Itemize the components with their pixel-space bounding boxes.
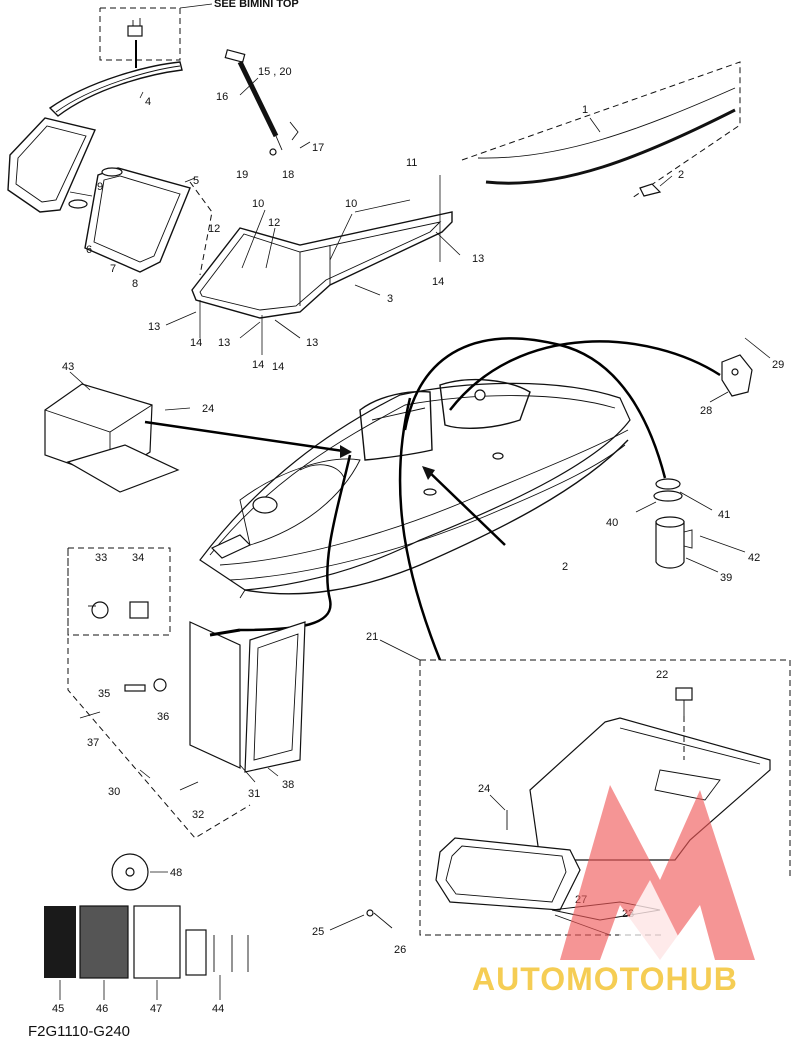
callout-12-left: 12	[208, 223, 220, 235]
callout-2-deck: 2	[562, 561, 568, 573]
callout-12-mid: 12	[268, 217, 280, 229]
callout-24-top: 24	[202, 403, 214, 415]
boat-hull	[199, 378, 631, 599]
storage-box-43	[44, 371, 191, 493]
callout-36: 36	[157, 711, 169, 723]
callout-29: 29	[772, 359, 784, 371]
callout-48: 48	[170, 867, 182, 879]
callout-14-d: 14	[432, 276, 444, 288]
hatch-door-30	[67, 547, 306, 839]
figure-code: F2G1110-G240	[28, 1023, 130, 1040]
callout-13-a: 13	[148, 321, 160, 333]
callout-16: 16	[216, 91, 228, 103]
callout-4: 4	[145, 96, 151, 108]
callout-34: 34	[132, 552, 144, 564]
callout-2-top: 2	[678, 169, 684, 181]
callout-7: 7	[110, 263, 116, 275]
callout-38: 38	[282, 779, 294, 791]
callout-30: 30	[108, 786, 120, 798]
callout-11: 11	[406, 157, 417, 169]
callout-19: 19	[236, 169, 248, 181]
bimini-bracket-box	[99, 3, 213, 68]
callout-5: 5	[193, 175, 199, 187]
dashed-group-5	[189, 181, 213, 276]
callout-25: 25	[312, 926, 324, 938]
watermark-logo	[560, 785, 755, 960]
callout-32: 32	[192, 809, 204, 821]
callout-9: 9	[97, 181, 103, 193]
see-bimini-top-note: SEE BIMINI TOP	[214, 0, 299, 10]
callout-1: 1	[582, 104, 588, 116]
callout-15-20: 15 , 20	[258, 66, 292, 78]
callout-14-b: 14	[252, 359, 264, 371]
callout-46: 46	[96, 1003, 108, 1015]
callout-22: 22	[656, 669, 668, 681]
callout-13-b: 13	[218, 337, 230, 349]
watermark-text: AUTOMOTOHUB	[472, 961, 738, 997]
callout-21: 21	[366, 631, 378, 643]
callout-14-c: 14	[272, 361, 284, 373]
callout-6: 6	[86, 244, 92, 256]
leaders-top	[139, 77, 673, 355]
callout-47: 47	[150, 1003, 162, 1015]
callout-13-d: 13	[472, 253, 484, 265]
callout-26: 26	[394, 944, 406, 956]
callout-17: 17	[312, 142, 324, 154]
callout-10-right: 10	[345, 198, 357, 210]
callout-14-a: 14	[190, 337, 202, 349]
callout-28: 28	[700, 405, 712, 417]
misc-items	[44, 853, 249, 1000]
bracket-28	[709, 337, 771, 403]
cup-holder-39	[635, 478, 746, 573]
callout-31: 31	[248, 788, 260, 800]
callout-35: 35	[98, 688, 110, 700]
callout-40: 40	[606, 517, 618, 529]
callout-13-c: 13	[306, 337, 318, 349]
callout-24-bottom: 24	[478, 783, 490, 795]
callout-3: 3	[387, 293, 393, 305]
trim-1	[461, 61, 741, 199]
callout-44: 44	[212, 1003, 224, 1015]
callout-42: 42	[748, 552, 760, 564]
windshield-frame-4	[7, 61, 183, 213]
side-windshield-3	[191, 211, 453, 319]
callout-8: 8	[132, 278, 138, 290]
callout-10-left: 10	[252, 198, 264, 210]
callouts: 1 2 2 3 4 5 6 7 8 9 10 10 11 12 12 13 13…	[52, 66, 784, 1015]
callout-37: 37	[87, 737, 99, 749]
deck-lid-21	[329, 639, 791, 936]
callout-45: 45	[52, 1003, 64, 1015]
callout-18: 18	[282, 169, 294, 181]
callout-39: 39	[720, 572, 732, 584]
callout-43: 43	[62, 361, 74, 373]
support-arm-15-20	[224, 49, 299, 156]
callout-41: 41	[718, 509, 730, 521]
windshield-glass-5	[68, 167, 191, 273]
callout-33: 33	[95, 552, 107, 564]
